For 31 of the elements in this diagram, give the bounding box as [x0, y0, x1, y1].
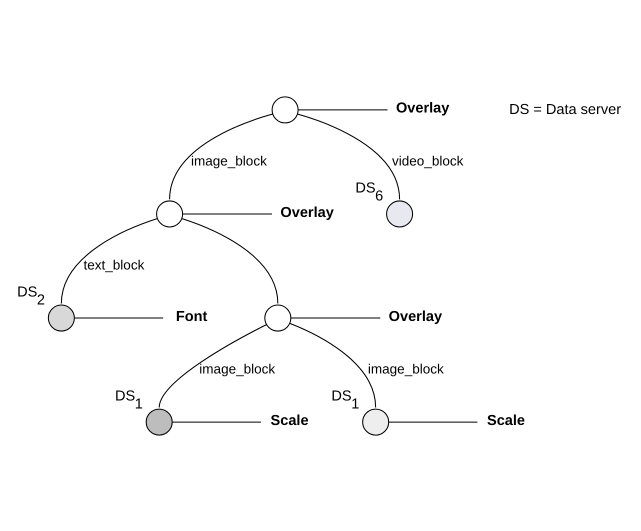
connector [298, 113, 400, 199]
connector [290, 322, 376, 408]
node-circle [48, 304, 75, 332]
node-circle [146, 408, 173, 436]
connector [298, 108, 388, 110]
connector [158, 324, 267, 408]
edge-label: image_block [199, 361, 276, 376]
connector [169, 113, 273, 199]
edge-label: image_block [190, 152, 267, 168]
edge-label: video_block [392, 152, 464, 168]
label: DS = Data server [509, 101, 622, 118]
edge-label: image_block [368, 361, 444, 376]
node-text: Font [176, 308, 208, 324]
node-text: Overlay [388, 308, 442, 324]
node-circle [386, 200, 414, 227]
connector [182, 218, 278, 304]
node-circle [264, 304, 292, 332]
node-circle [272, 96, 299, 123]
node-text: Overlay [396, 100, 450, 116]
connector [290, 317, 380, 318]
connector [172, 421, 261, 422]
node-text: Overlay [280, 204, 334, 220]
node-text: Scale [487, 412, 526, 428]
connector [182, 212, 272, 214]
connector [388, 421, 478, 422]
edge-label: text_block [83, 257, 144, 272]
node-circle [362, 408, 390, 436]
node-text: Scale [270, 412, 309, 428]
connector [60, 218, 158, 304]
connector [74, 317, 164, 318]
node-circle [156, 200, 184, 227]
